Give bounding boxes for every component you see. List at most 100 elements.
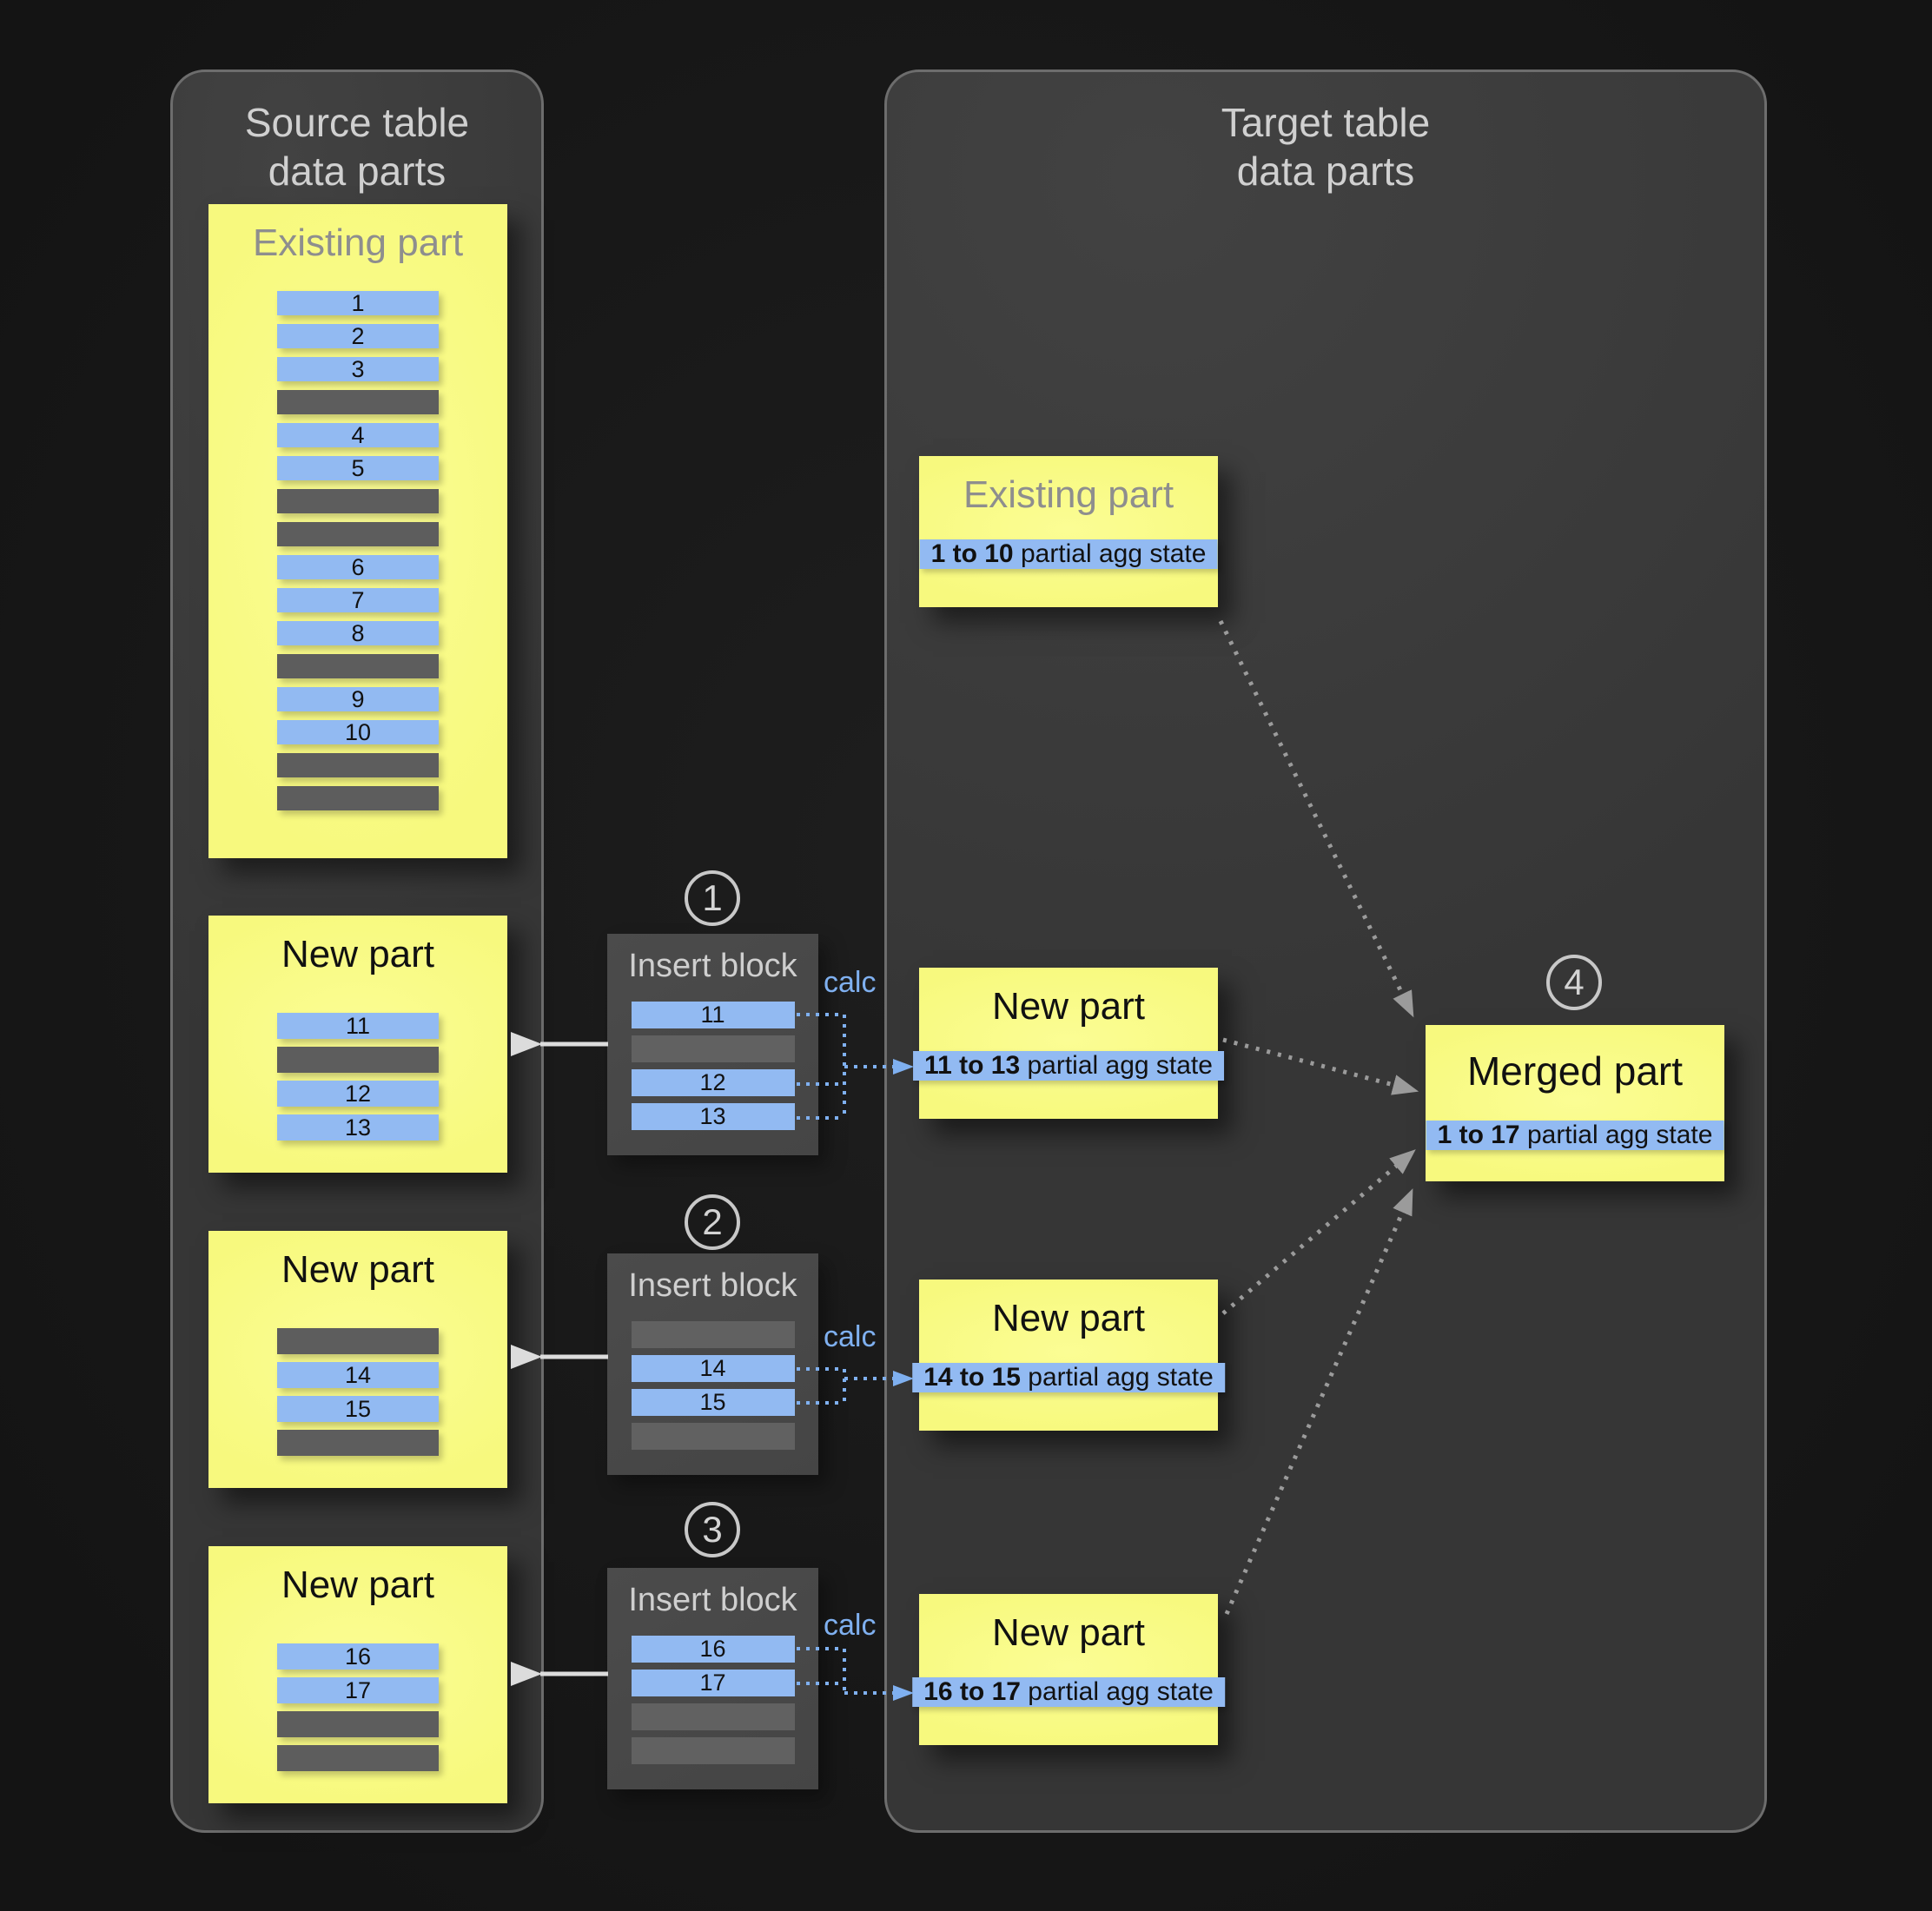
data-row: 10	[277, 719, 439, 745]
part-title: Merged part	[1466, 1048, 1683, 1094]
step-number: 2	[702, 1201, 723, 1242]
data-row: 13	[631, 1103, 795, 1130]
data-row: 13	[277, 1114, 439, 1141]
insert-block-rows: 11 12 13	[631, 1002, 795, 1130]
data-row: 2	[277, 323, 439, 349]
target-new-part-2: New part 14 to 15 partial agg state	[912, 1280, 1225, 1431]
data-row: 12	[631, 1069, 795, 1096]
agg-range: 1 to 10	[930, 539, 1014, 568]
empty-row	[631, 1423, 795, 1450]
part-title: New part	[281, 933, 435, 975]
part-title: New part	[281, 1564, 435, 1606]
step-number: 1	[702, 877, 723, 918]
empty-row	[631, 1035, 795, 1062]
agg-state-badge: 1 to 17 partial agg state	[1426, 1121, 1724, 1150]
agg-range: 16 to 17	[923, 1677, 1021, 1706]
source-existing-part: Existing part 1 2 3 4 5 6 7 8 9 10	[208, 204, 507, 858]
data-row: 14	[277, 1362, 439, 1388]
empty-row	[277, 390, 439, 414]
empty-row	[631, 1703, 795, 1730]
empty-row	[631, 1737, 795, 1764]
part-title: Existing part	[252, 222, 464, 264]
step-2-badge: 2	[685, 1194, 740, 1250]
empty-row	[277, 753, 439, 777]
insert-block-title: Insert block	[628, 1267, 797, 1304]
step-4-badge: 4	[1546, 955, 1602, 1010]
source-new-part-1: New part 11 12 13	[208, 916, 507, 1173]
empty-row	[277, 1711, 439, 1737]
agg-range: 14 to 15	[923, 1363, 1021, 1392]
target-existing-part: Existing part 1 to 10 partial agg state	[919, 456, 1218, 607]
calc-label-1: calc	[824, 966, 877, 999]
part-title: New part	[991, 985, 1146, 1028]
step-1-badge: 1	[685, 870, 740, 926]
part-rows: 11 12 13	[277, 1013, 439, 1141]
data-row: 8	[277, 620, 439, 646]
source-panel-title: Source table data parts	[244, 100, 470, 195]
data-row: 7	[277, 587, 439, 613]
empty-row	[277, 1328, 439, 1354]
calc-label-2: calc	[824, 1320, 877, 1353]
data-row: 4	[277, 422, 439, 448]
empty-row	[277, 489, 439, 513]
agg-suffix: partial agg state	[1020, 1363, 1214, 1392]
data-row: 12	[277, 1081, 439, 1107]
agg-state-badge: 14 to 15 partial agg state	[912, 1363, 1225, 1392]
insert-to-source-arrows	[511, 1032, 608, 1686]
agg-suffix: partial agg state	[1013, 539, 1207, 568]
insert-block-1: Insert block 11 12 13	[607, 934, 818, 1155]
data-row: 3	[277, 356, 439, 382]
part-title: New part	[991, 1611, 1146, 1654]
empty-row	[277, 1745, 439, 1771]
data-row: 5	[277, 455, 439, 481]
data-row: 17	[631, 1670, 795, 1696]
step-number: 3	[702, 1509, 723, 1550]
merged-part: Merged part 1 to 17 partial agg state	[1426, 1025, 1724, 1181]
agg-state-badge: 16 to 17 partial agg state	[912, 1677, 1225, 1707]
agg-suffix: partial agg state	[1519, 1121, 1713, 1149]
agg-suffix: partial agg state	[1020, 1677, 1214, 1706]
part-title: New part	[281, 1248, 435, 1291]
target-new-part-1: New part 11 to 13 partial agg state	[913, 968, 1224, 1119]
empty-row	[277, 1430, 439, 1456]
data-row: 15	[631, 1389, 795, 1416]
target-new-part-3: New part 16 to 17 partial agg state	[912, 1594, 1225, 1745]
step-3-badge: 3	[685, 1502, 740, 1557]
data-row: 1	[277, 290, 439, 316]
insert-block-title: Insert block	[628, 948, 797, 984]
data-row: 16	[631, 1636, 795, 1663]
empty-row	[277, 654, 439, 678]
data-row: 11	[277, 1013, 439, 1039]
part-rows: 1 2 3 4 5 6 7 8 9 10	[277, 290, 439, 810]
data-row: 6	[277, 554, 439, 580]
empty-row	[631, 1321, 795, 1348]
data-row: 11	[631, 1002, 795, 1028]
empty-row	[277, 1047, 439, 1073]
agg-range: 1 to 17	[1437, 1121, 1520, 1149]
agg-state-badge: 1 to 10 partial agg state	[919, 539, 1218, 569]
target-panel-title: Target table data parts	[1221, 100, 1431, 195]
data-row: 16	[277, 1643, 439, 1670]
calc-label-3: calc	[824, 1609, 877, 1642]
empty-row	[277, 786, 439, 810]
target-panel: Target table data parts	[884, 69, 1767, 1833]
agg-suffix: partial agg state	[1020, 1051, 1213, 1080]
part-title: Existing part	[963, 473, 1174, 516]
step-number: 4	[1564, 962, 1585, 1002]
data-row: 14	[631, 1355, 795, 1382]
data-row: 15	[277, 1396, 439, 1422]
agg-range: 11 to 13	[924, 1051, 1021, 1080]
part-title: New part	[991, 1297, 1146, 1339]
insert-block-title: Insert block	[628, 1582, 797, 1618]
data-row: 9	[277, 686, 439, 712]
data-row: 17	[277, 1677, 439, 1703]
empty-row	[277, 522, 439, 546]
